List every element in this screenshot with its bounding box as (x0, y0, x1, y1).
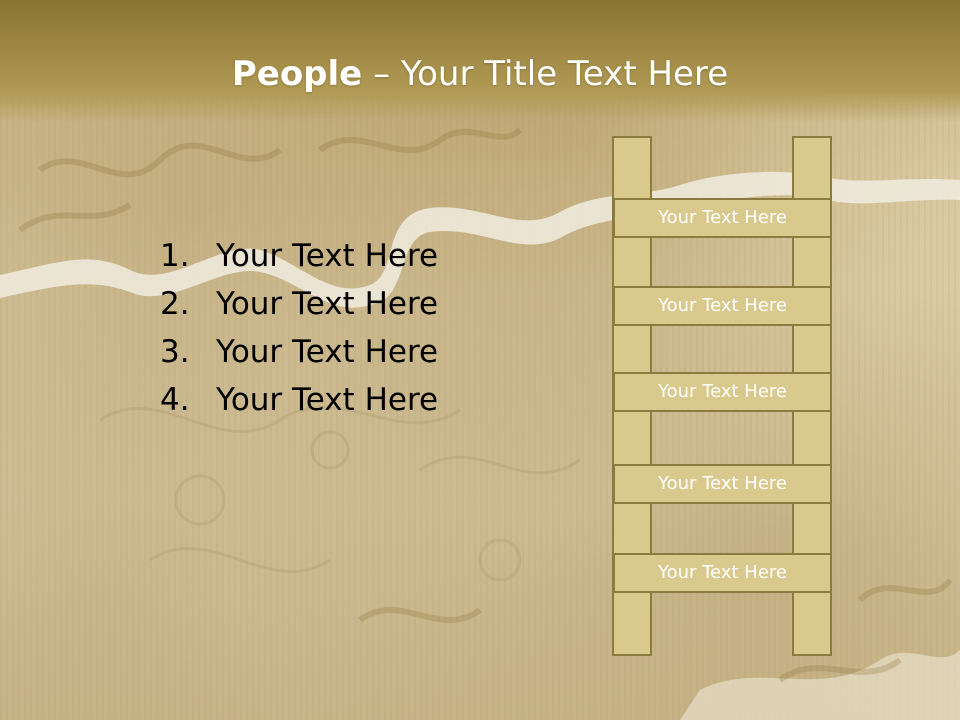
list-number: 2. (160, 286, 190, 322)
slide-title: People – Your Title Text Here (0, 52, 960, 96)
numbered-list: 1. Your Text Here 2. Your Text Here 3. Your… (160, 232, 580, 424)
list-text: Your Text Here (216, 334, 439, 370)
list-number: 3. (160, 334, 190, 370)
list-number: 1. (160, 238, 190, 274)
title-band (0, 0, 960, 122)
list-item: 1. Your Text Here (160, 232, 580, 280)
list-item: 3. Your Text Here (160, 328, 580, 376)
ladder-rung-4: Your Text Here (613, 464, 832, 504)
list-item: 2. Your Text Here (160, 280, 580, 328)
ladder-rung-2: Your Text Here (613, 286, 832, 326)
list-item: 4. Your Text Here (160, 376, 580, 424)
ladder-rung-1: Your Text Here (613, 198, 832, 238)
ladder-rung-3: Your Text Here (613, 372, 832, 412)
ladder-rung-5: Your Text Here (613, 553, 832, 593)
title-bold: People (231, 54, 363, 94)
list-text: Your Text Here (216, 286, 439, 322)
list-number: 4. (160, 382, 190, 418)
list-text: Your Text Here (216, 238, 439, 274)
title-rest: Your Title Text Here (400, 54, 729, 94)
title-separator: – (362, 54, 401, 94)
list-text: Your Text Here (216, 382, 439, 418)
